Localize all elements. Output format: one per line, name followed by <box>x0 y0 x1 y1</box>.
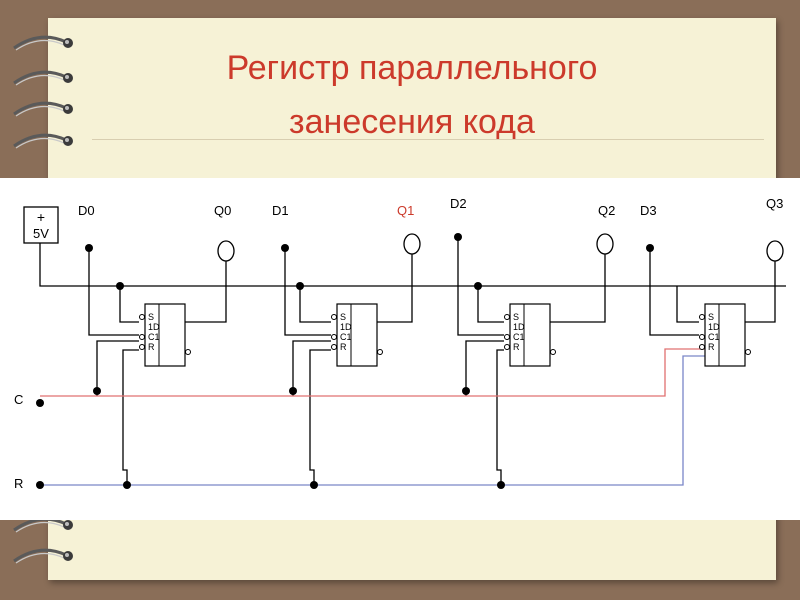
reset-junction <box>310 481 318 489</box>
input-terminal-3 <box>646 244 654 252</box>
power-plus-label: + <box>37 209 45 225</box>
pin-label: C1 <box>148 332 160 342</box>
input-terminal-2 <box>454 233 462 241</box>
power-bus <box>39 243 786 287</box>
pin-label: R <box>708 342 715 352</box>
reset-line <box>40 355 706 486</box>
spiral-binding <box>13 35 73 564</box>
bus-junction <box>474 282 482 290</box>
power-voltage-label: 5V <box>33 226 49 241</box>
input-label-d3: D3 <box>640 203 657 218</box>
binding-ring <box>13 517 73 533</box>
bus-junction <box>116 282 124 290</box>
reset-junction <box>123 481 131 489</box>
pin-label: 1D <box>340 322 352 332</box>
output-label-q2: Q2 <box>598 203 615 218</box>
pin-label: R <box>148 342 155 352</box>
reset-label: R <box>14 476 23 491</box>
output-lamp-1 <box>403 233 421 255</box>
reset-terminal <box>36 481 44 489</box>
pin-label: R <box>340 342 347 352</box>
register-stage-1 <box>284 248 413 485</box>
input-terminal-1 <box>281 244 289 252</box>
inverted-output-bubble <box>550 349 556 355</box>
clock-junction <box>462 387 470 395</box>
inverted-output-bubble <box>745 349 751 355</box>
register-stage-2 <box>457 237 606 485</box>
pin-label: S <box>340 312 346 322</box>
pin-label: C1 <box>708 332 720 342</box>
clock-junction <box>289 387 297 395</box>
clock-label: C <box>14 392 23 407</box>
register-stage-3 <box>649 248 776 336</box>
input-label-d0: D0 <box>78 203 95 218</box>
output-label-q0: Q0 <box>214 203 231 218</box>
output-lamp-3 <box>766 240 784 262</box>
pin-label: 1D <box>148 322 160 332</box>
slide-title-line-1: Регистр параллельного <box>226 49 598 87</box>
clock-junction <box>93 387 101 395</box>
binding-ring <box>13 548 73 564</box>
input-terminal-0 <box>85 244 93 252</box>
output-lamp-2 <box>596 233 614 255</box>
pin-label: 1D <box>513 322 525 332</box>
input-label-d1: D1 <box>272 203 289 218</box>
input-label-d2: D2 <box>450 196 467 211</box>
pin-label: R <box>513 342 520 352</box>
pin-label: S <box>513 312 519 322</box>
pin-label: S <box>148 312 154 322</box>
pin-label: C1 <box>340 332 352 342</box>
binding-ring <box>13 70 73 86</box>
clock-terminal <box>36 399 44 407</box>
output-lamp-0 <box>217 240 235 262</box>
binding-ring <box>13 133 73 149</box>
inverted-output-bubble <box>185 349 191 355</box>
output-label-q1: Q1 <box>397 203 414 218</box>
binding-ring <box>13 35 73 51</box>
power-supply-box <box>23 206 59 244</box>
reset-junction <box>497 481 505 489</box>
pin-label: S <box>708 312 714 322</box>
output-label-q3: Q3 <box>766 196 783 211</box>
pin-label: C1 <box>513 332 525 342</box>
clock-line <box>40 348 706 397</box>
inverted-output-bubble <box>377 349 383 355</box>
slide-title-line-2: занесения кода <box>289 103 535 141</box>
bus-junction <box>296 282 304 290</box>
binding-ring <box>13 101 73 117</box>
register-stage-0 <box>88 248 227 485</box>
pin-label: 1D <box>708 322 720 332</box>
title-underline <box>92 139 764 140</box>
